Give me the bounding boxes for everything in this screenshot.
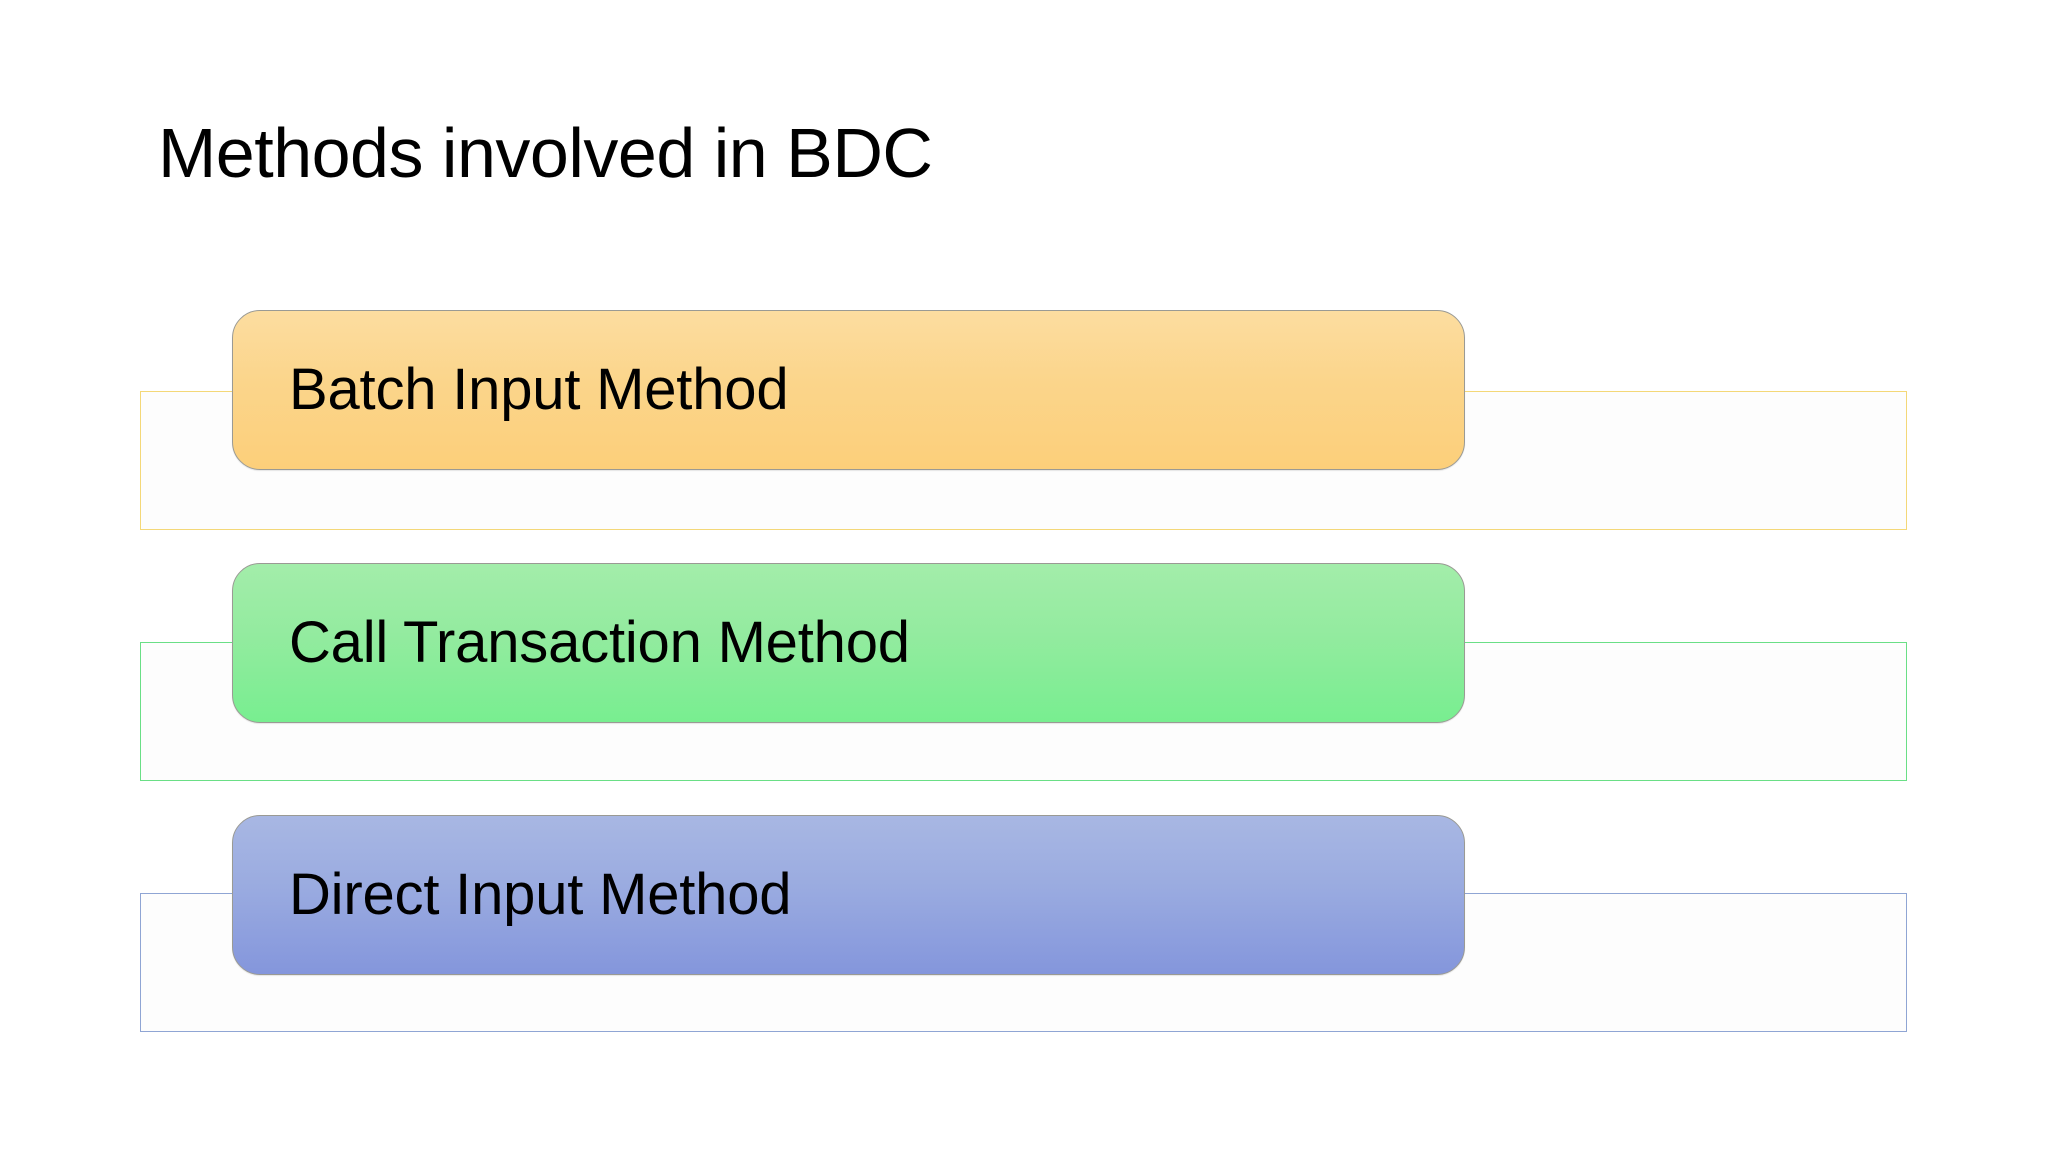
method-card-call-transaction[interactable]: Call Transaction Method	[232, 563, 1465, 723]
page-title: Methods involved in BDC	[158, 114, 933, 192]
method-label-call-transaction: Call Transaction Method	[289, 610, 910, 675]
method-label-direct-input: Direct Input Method	[289, 862, 792, 927]
method-label-batch-input: Batch Input Method	[289, 357, 789, 422]
method-card-direct-input[interactable]: Direct Input Method	[232, 815, 1465, 975]
method-card-batch-input[interactable]: Batch Input Method	[232, 310, 1465, 470]
